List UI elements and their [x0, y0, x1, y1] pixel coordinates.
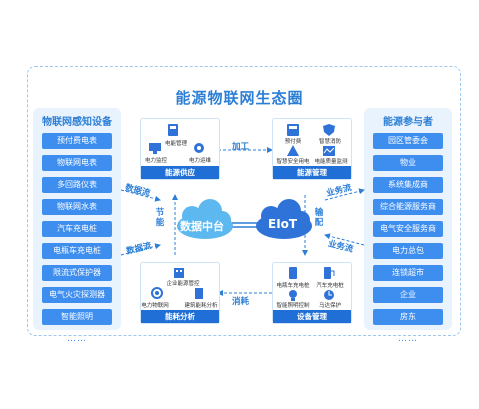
right-panel-title: 能源参与者: [383, 117, 433, 128]
card-management-title: 能源管理: [273, 166, 351, 179]
iot-icon: [151, 287, 163, 299]
card-analysis-sub: 企业能源管控: [166, 281, 200, 287]
card-equipment-management: 电瓶车充电桩 汽车充电桩 智能照明控制 马达保护 设备管理: [272, 262, 352, 324]
device-item: 智能照明: [42, 309, 112, 325]
prepaid-icon: [287, 124, 299, 136]
card-supply-sub: 电力运维: [188, 158, 211, 164]
card-analysis-title: 能耗分析: [141, 310, 219, 323]
lighting-icon: [289, 290, 297, 301]
card-equipment-title: 设备管理: [273, 310, 351, 323]
device-item: 多回路仪表: [42, 177, 112, 193]
card-energy-supply: 电能管理 电力监控 电力运维 能源供应: [140, 118, 220, 180]
card-supply-sub: 电力监控: [144, 158, 167, 164]
flow-label-distribution: 输配: [314, 208, 324, 228]
device-item: 物联网电表: [42, 155, 112, 171]
device-item-more: ……: [67, 334, 87, 344]
participant-item: 综合能源服务商: [373, 199, 443, 215]
card-analysis-sub: 建筑能耗分析: [184, 303, 218, 309]
device-item: 汽车充电桩: [42, 221, 112, 237]
card-management-sub: 智慧消防: [318, 139, 341, 145]
quality-icon: [323, 146, 335, 156]
monitor-icon: [149, 143, 161, 154]
left-panel: 物联网感知设备 预付费电表 物联网电表 多回路仪表 物联网水表 汽车充电桩 电瓶…: [33, 108, 121, 344]
card-management-sub: 智慧安全用电: [276, 159, 310, 165]
car-charger-icon: [324, 267, 335, 279]
eiot-label: EIoT: [268, 217, 298, 231]
enterprise-icon: [174, 268, 184, 278]
maintenance-icon: [194, 143, 204, 153]
card-equipment-sub: 汽车充电桩: [316, 283, 344, 289]
participant-item: 园区管委会: [373, 133, 443, 149]
participant-item: 企业: [373, 287, 443, 303]
left-panel-title: 物联网感知设备: [42, 117, 112, 128]
participant-item: 物业: [373, 155, 443, 171]
card-analysis-sub: 电力物联网: [141, 303, 169, 309]
participant-item: 电气安全服务商: [373, 221, 443, 237]
device-item: 限流式保护器: [42, 265, 112, 281]
meter-icon: [168, 124, 178, 136]
safety-icon: [287, 145, 299, 156]
device-item: 预付费电表: [42, 133, 112, 149]
card-supply-title: 能源供应: [141, 166, 219, 179]
data-platform-label: 数据中台: [180, 220, 224, 233]
participant-item: 连锁超市: [373, 265, 443, 281]
card-equipment-sub: 智能照明控制: [276, 303, 310, 309]
card-equipment-sub: 电瓶车充电桩: [276, 283, 310, 289]
ebike-charger-icon: [289, 267, 297, 279]
device-item: 物联网水表: [42, 199, 112, 215]
device-item: 电瓶车充电桩: [42, 243, 112, 259]
participant-item: 系统集成商: [373, 177, 443, 193]
participant-item-more: ……: [398, 334, 418, 344]
flow-label-process: 加工: [232, 142, 250, 152]
eiot-cloud: [256, 199, 312, 239]
right-panel: 能源参与者 园区管委会 物业 系统集成商 综合能源服务商 电气安全服务商 电力总…: [364, 108, 452, 344]
card-equipment-sub: 马达保护: [318, 303, 341, 309]
participant-item: 电力总包: [373, 243, 443, 259]
participant-item: 房东: [373, 309, 443, 325]
card-management-sub: 电能质量监测: [314, 159, 348, 165]
device-item: 电气火灾探测器: [42, 287, 112, 303]
card-energy-analysis: 企业能源管控 电力物联网 建筑能耗分析 能耗分析: [140, 262, 220, 324]
shield-icon: [323, 124, 335, 136]
card-energy-management: 预付费 智慧消防 智慧安全用电 电能质量监测 能源管理: [272, 118, 352, 180]
flow-label-energy-saving: 节能: [155, 208, 165, 228]
data-platform-cloud: [177, 199, 233, 239]
flow-label-consume: 消耗: [232, 297, 250, 307]
building-icon: [195, 288, 203, 299]
card-supply-sub: 电能管理: [164, 141, 187, 147]
card-management-sub: 预付费: [284, 139, 302, 145]
motor-icon: [324, 290, 334, 300]
diagram-title: 能源物联网生态圈: [175, 89, 304, 107]
